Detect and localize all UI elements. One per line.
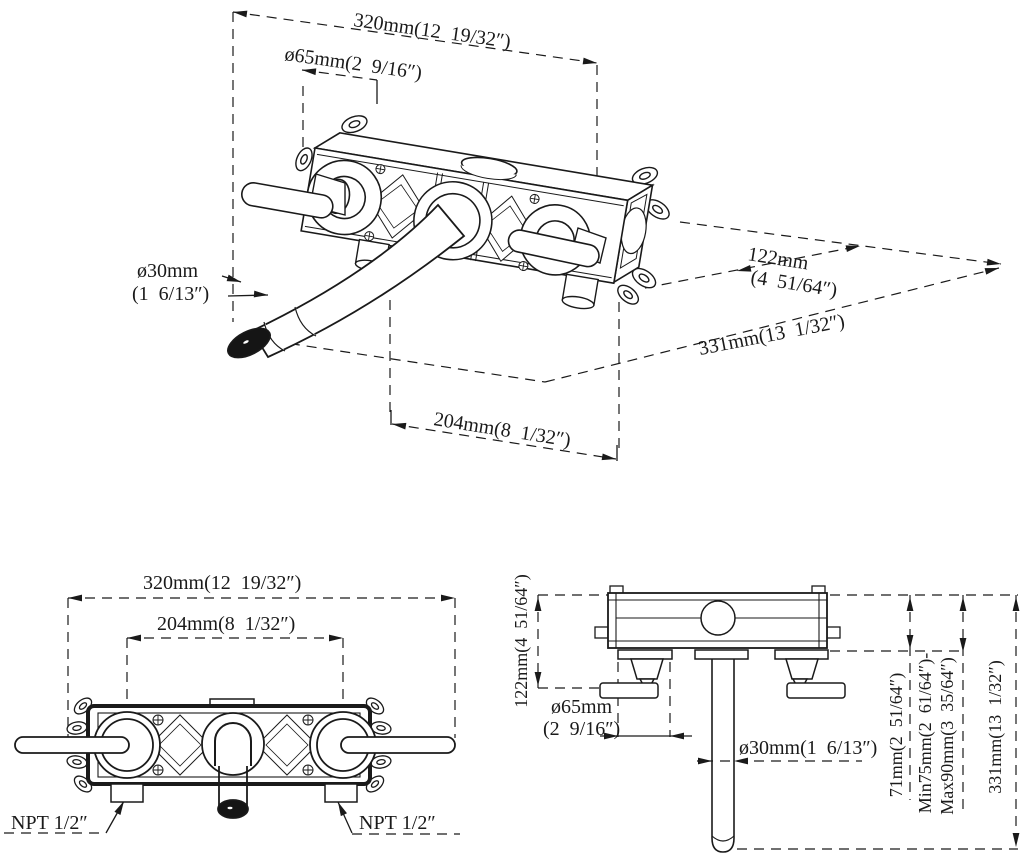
side-dim-spout-label: ø30mm(1 6/13″) xyxy=(739,737,877,759)
escutcheon-flange-right xyxy=(774,649,829,660)
iso-dim-diagonal-label: 331mm(13 1/32″) xyxy=(697,310,847,360)
handle-left xyxy=(14,711,161,779)
front-npt-right-label: NPT 1/2″ xyxy=(359,812,436,834)
front-npt-left-label: NPT 1/2″ xyxy=(11,812,88,834)
spout-tip xyxy=(227,327,271,359)
iso-dim-centers-label: 204mm(8 1/32″) xyxy=(432,408,572,451)
front-dimension-lines xyxy=(4,597,460,835)
npt-port-left xyxy=(110,783,144,803)
side-dim-depth-label: 122mm(4 51/64″) xyxy=(511,574,532,708)
iso-levers-and-spout xyxy=(227,173,607,359)
iso-dimension-lines xyxy=(232,11,1002,460)
iso-dim-spout-label-line2: (1 6/13″) xyxy=(132,283,209,305)
iso-dim-escutcheon-label: ø65mm(2 9/16″) xyxy=(283,43,423,84)
side-valve-body xyxy=(594,585,846,853)
escutcheon-flange-left xyxy=(617,649,673,660)
handle-lever-right xyxy=(507,229,600,268)
front-dim-width-label: 320mm(12 19/32″) xyxy=(143,572,301,594)
spout-tube xyxy=(250,203,466,359)
spout-tip xyxy=(217,799,249,819)
screw-icon xyxy=(364,164,540,272)
side-dim-escutcheon-label-line2: (2 9/16″) xyxy=(543,718,620,740)
front-view xyxy=(4,594,460,835)
body-side-tab xyxy=(826,626,841,639)
escutcheon-flange-center xyxy=(694,649,749,660)
side-dim-embed-min-label: Min75mm(2 61/64″)- xyxy=(915,653,936,814)
iso-dim-spout-label-line1: ø30mm xyxy=(137,260,199,282)
iso-view xyxy=(221,8,1002,463)
spout-center xyxy=(201,712,265,819)
top-port-knob xyxy=(460,156,518,181)
side-dim-body-depth-label: 71mm(2 51/64″) xyxy=(886,673,907,798)
handle-lever-right xyxy=(340,736,456,754)
spout-tube xyxy=(711,659,735,853)
side-dim-embed-max-label: Max90mm(3 35/64″) xyxy=(937,657,958,814)
handle-lever-left xyxy=(14,736,130,754)
body-side-tab xyxy=(594,626,609,639)
handle-lever-left xyxy=(241,182,334,219)
mounting-ear-icon xyxy=(295,115,670,305)
iso-dim-width-label: 320mm(12 19/32″) xyxy=(352,9,512,53)
handle-left xyxy=(599,658,665,699)
front-dim-centers-label: 204mm(8 1/32″) xyxy=(157,613,295,635)
side-dim-total-label: 331mm(13 1/32″) xyxy=(985,660,1006,794)
handle-right xyxy=(784,658,846,699)
top-port xyxy=(700,600,736,636)
side-view xyxy=(534,585,1020,853)
front-valve-body xyxy=(14,697,456,819)
npt-port-right xyxy=(324,783,358,803)
side-dimension-lines xyxy=(537,594,1018,850)
side-dim-escutcheon-label-line1: ø65mm xyxy=(551,696,613,718)
handle-right xyxy=(309,711,456,779)
screw-icon xyxy=(152,714,314,776)
